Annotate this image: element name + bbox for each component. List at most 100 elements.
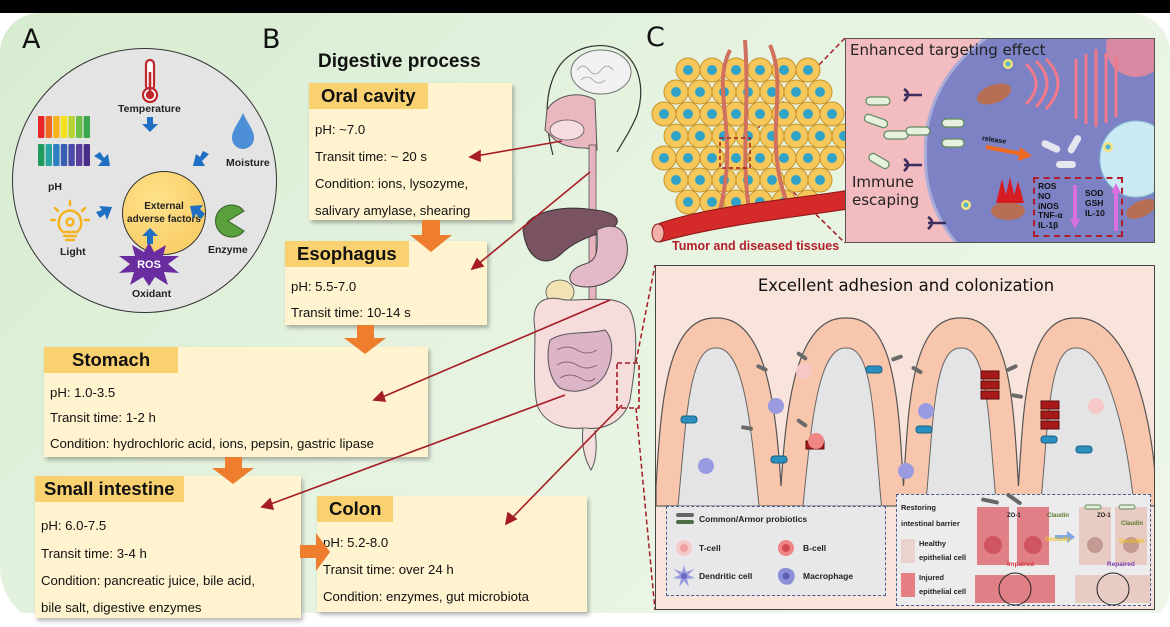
intestinal-villi-illustration xyxy=(656,306,1154,507)
tumor-cell-nucleus xyxy=(791,175,801,185)
pointer-stomach xyxy=(379,299,611,399)
tumor-cell-nucleus xyxy=(791,131,801,141)
tumor-cell-nucleus xyxy=(695,87,705,97)
tumor-cell-nucleus xyxy=(659,153,669,163)
organ-card-esophagus: Esophagus pH: 5.5-7.0 Transit time: 10-1… xyxy=(285,241,487,325)
ph-swatch-acidic xyxy=(38,116,45,138)
ph-swatch-acidic xyxy=(53,116,60,138)
tumor-cell-nucleus xyxy=(779,153,789,163)
tongue xyxy=(549,119,585,141)
organ-transit: Transit time: ~ 20 s xyxy=(315,149,428,164)
panel-c-letter: C xyxy=(646,22,665,53)
organ-condition: Condition: enzymes, gut microbiota xyxy=(323,589,529,604)
arrow-from-temperature xyxy=(142,117,158,132)
tumor-cell-nucleus xyxy=(707,65,717,75)
organ-card-colon: Colon pH: 5.2-8.0 Transit time: over 24 … xyxy=(317,496,587,612)
vessel-lumen xyxy=(651,223,665,243)
organ-ph: pH: 1.0-3.5 xyxy=(50,385,116,400)
top-black-bar xyxy=(0,0,1170,13)
head-outline xyxy=(546,44,642,156)
tumor-cell-nucleus xyxy=(695,131,705,141)
pointer-small-intestine xyxy=(267,394,566,506)
organ-title: Esophagus xyxy=(285,241,409,267)
goblet-cell xyxy=(680,415,698,424)
up-arrow-icon xyxy=(1111,183,1121,231)
arrow-from-oxidant xyxy=(142,228,158,244)
tumor-cell-nucleus xyxy=(683,197,693,207)
tumor-cell-nucleus xyxy=(767,175,777,185)
organ-transit: Transit time: 10-14 s xyxy=(291,305,411,320)
injured-epithelial-cell xyxy=(980,370,1000,380)
ph-swatch-alkaline xyxy=(76,144,83,166)
ph-swatch-acidic xyxy=(60,116,68,138)
organ-title: Oral cavity xyxy=(309,83,428,109)
organ-title: Small intestine xyxy=(35,476,184,502)
organ-condition-cont: bile salt, digestive enzymes xyxy=(41,600,202,615)
blood-vessel-branch xyxy=(718,39,792,216)
goblet-cell xyxy=(1075,445,1093,454)
zoom-line-colon-bottom xyxy=(635,407,656,611)
organ-transit: Transit time: over 24 h xyxy=(323,562,454,577)
pointer-esophagus xyxy=(476,171,591,266)
tumor-cell-nucleus xyxy=(683,109,693,119)
legend-t-cell: T-cell xyxy=(699,543,721,553)
probiotic-bacterium xyxy=(1011,393,1023,399)
factor-arrows xyxy=(94,117,209,244)
legend-dendritic-cell: Dendritic cell xyxy=(699,571,753,581)
probiotic-bacterium xyxy=(756,364,768,372)
ph-swatch-alkaline xyxy=(83,144,90,166)
injured-epithelial-cell xyxy=(1040,400,1060,410)
label-light: Light xyxy=(60,246,86,258)
ros-badge-text: ROS xyxy=(137,259,161,271)
organ-ph: pH: 5.5-7.0 xyxy=(291,279,357,294)
macrophage xyxy=(898,463,914,479)
nucleus xyxy=(1106,39,1154,77)
barrier-restoration-inset: Restoring intestinal barrier Healthy epi… xyxy=(896,492,1151,606)
flow-arrow-esophagus-to-stomach xyxy=(344,325,386,354)
ph-swatch-alkaline xyxy=(45,144,52,166)
ros-burst-icon: ROS xyxy=(119,242,179,286)
claudin-label-impaired: Claudin xyxy=(1047,513,1069,519)
goblet-cell xyxy=(915,425,933,434)
cell-organelles xyxy=(863,39,1154,230)
probiotic-bacterium xyxy=(911,366,923,374)
occludin-label-impaired: Occludin xyxy=(1045,537,1071,543)
stomach xyxy=(569,225,628,288)
pointer-oral xyxy=(475,140,563,157)
b-cell-icon xyxy=(778,540,794,556)
digestive-process-title: Digestive process xyxy=(318,51,481,72)
label-temperature: Temperature xyxy=(118,103,181,115)
zoom-marker-tumor xyxy=(719,137,751,169)
flow-arrow-oral-to-esophagus xyxy=(410,220,452,252)
tumor-cell-nucleus xyxy=(815,175,825,185)
injured-label-1: Injured xyxy=(919,573,945,582)
tumor-cell-nucleus xyxy=(731,153,741,163)
probiotic-bacteria xyxy=(863,96,965,170)
healthy-cell-swatch xyxy=(901,539,915,563)
arrow-from-moisture xyxy=(193,151,209,166)
villi-title: Excellent adhesion and colonization xyxy=(757,276,1055,295)
ph-swatch-acidic xyxy=(83,116,90,138)
center-label: External adverse factors xyxy=(127,201,201,225)
targeting-effect-label: Enhanced targeting effect xyxy=(850,41,1046,59)
receptors xyxy=(903,87,946,230)
goblet-cell xyxy=(865,365,883,374)
pointer-colon xyxy=(509,404,623,521)
tumor-tissue-illustration xyxy=(651,39,857,243)
t-cell xyxy=(1088,398,1104,414)
flow-arrow-stomach-to-intestine xyxy=(212,457,254,484)
tumor-cell-nucleus xyxy=(815,87,825,97)
injured-epithelial-cell xyxy=(1040,410,1060,420)
probiotic-bacterium xyxy=(1006,364,1018,372)
tumor-cell-nucleus xyxy=(815,131,825,141)
healthy-label-1: Healthy xyxy=(919,539,947,548)
label-oxidant: Oxidant xyxy=(132,288,172,300)
probiotic-bacterium xyxy=(796,418,808,428)
digestive-anatomy-illustration xyxy=(522,44,642,471)
ph-swatch-acidic xyxy=(45,116,52,138)
colon-zoom-marker xyxy=(616,362,640,409)
mitochondrion xyxy=(1126,199,1154,219)
